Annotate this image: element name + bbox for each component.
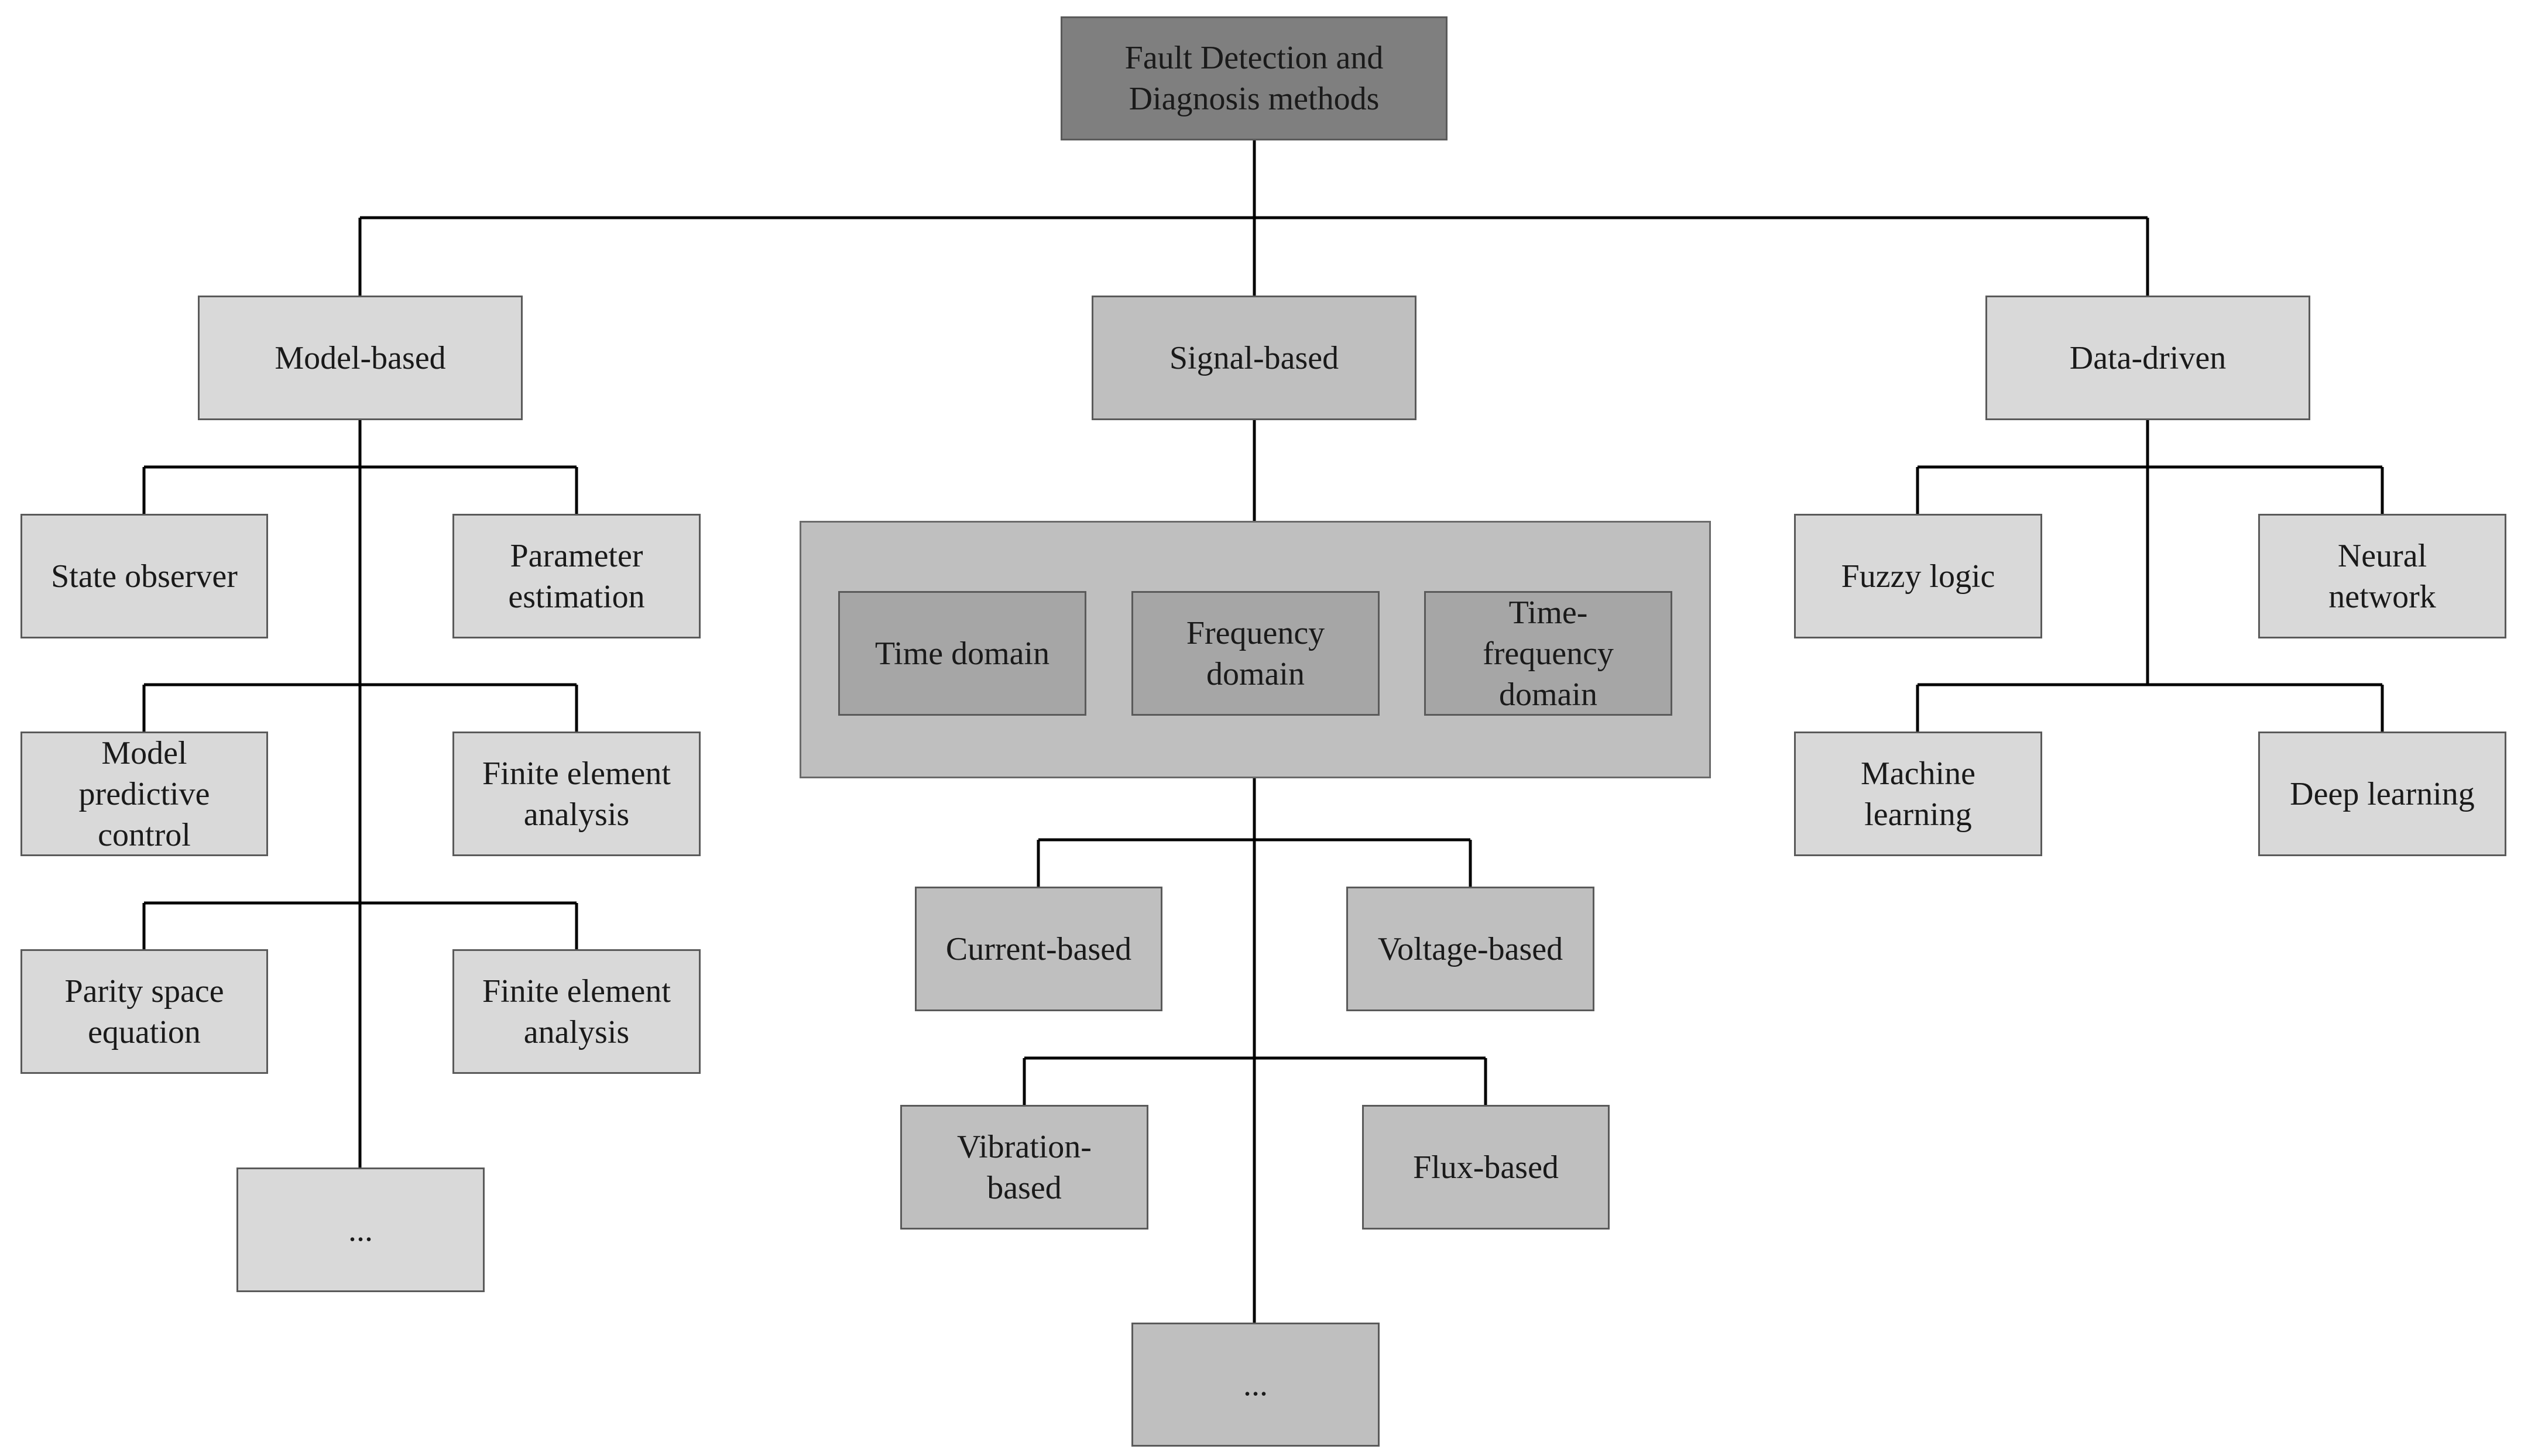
machine-learning-node: Machine learning xyxy=(1794,732,2042,856)
model-predictive-control-node: Model predictive control xyxy=(20,732,268,856)
vibration-based-node: Vibration- based xyxy=(900,1105,1148,1230)
flux-based-node: Flux-based xyxy=(1362,1105,1610,1230)
time-frequency-domain-node: Time- frequency domain xyxy=(1424,591,1672,716)
model-based-more-node: ... xyxy=(236,1167,485,1292)
finite-element-analysis-node: Finite element analysis xyxy=(452,732,701,856)
voltage-based-node: Voltage-based xyxy=(1346,887,1594,1011)
time-domain-node: Time domain xyxy=(838,591,1086,716)
finite-element-analysis-node-2: Finite element analysis xyxy=(452,949,701,1074)
neural-network-node: Neural network xyxy=(2258,514,2506,638)
frequency-domain-node: Frequency domain xyxy=(1131,591,1380,716)
parameter-estimation-node: Parameter estimation xyxy=(452,514,701,638)
root-node: Fault Detection and Diagnosis methods xyxy=(1061,16,1448,140)
data-driven-node: Data-driven xyxy=(1985,296,2310,420)
deep-learning-node: Deep learning xyxy=(2258,732,2506,856)
signal-based-more-node: ... xyxy=(1131,1323,1380,1447)
parity-space-equation-node: Parity space equation xyxy=(20,949,268,1074)
current-based-node: Current-based xyxy=(915,887,1162,1011)
signal-based-node: Signal-based xyxy=(1092,296,1416,420)
model-based-node: Model-based xyxy=(198,296,523,420)
state-observer-node: State observer xyxy=(20,514,268,638)
fuzzy-logic-node: Fuzzy logic xyxy=(1794,514,2042,638)
